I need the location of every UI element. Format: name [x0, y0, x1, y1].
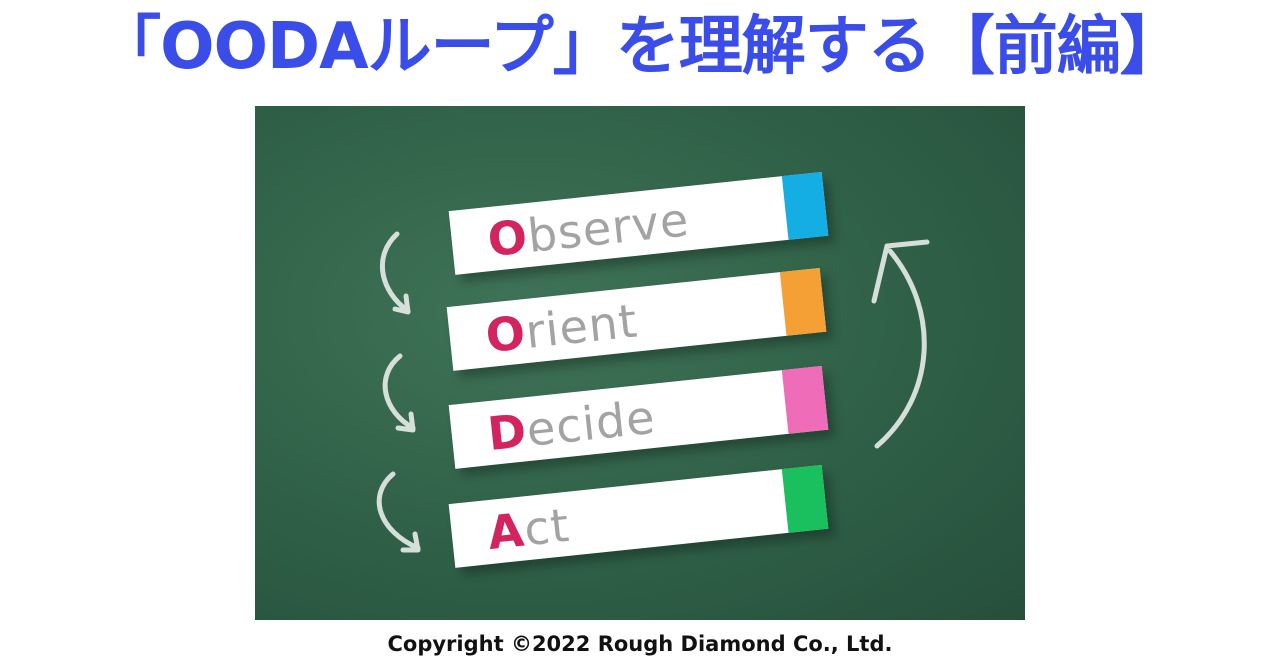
color-tab-orange: [779, 267, 827, 336]
card-initial: O: [485, 209, 531, 268]
chalk-arrow-up: [874, 248, 927, 449]
card-rest: bserve: [524, 192, 692, 263]
chalk-arrow-2-head: [395, 411, 416, 433]
chalk-arrows: [376, 231, 930, 553]
color-tab-blue: [781, 171, 829, 240]
card-initial: O: [483, 305, 529, 364]
chalk-arrow-3-head: [400, 531, 421, 553]
color-tab-pink: [781, 365, 829, 434]
card-rest: ct: [521, 497, 573, 557]
chalk-arrow-3: [376, 471, 421, 551]
page-title: 「OODAループ」を理解する【前編】: [97, 10, 1184, 84]
card-word: Act: [484, 492, 572, 564]
chalkboard-image: Observe Orient Decide Act: [255, 106, 1025, 620]
card-rest: rient: [522, 293, 641, 359]
card-initial: A: [485, 502, 528, 561]
card-initial: D: [485, 403, 530, 462]
color-tab-green: [781, 464, 829, 533]
card-rest: ecide: [524, 389, 658, 457]
chalk-arrow-2: [382, 353, 416, 431]
copyright-text: Copyright ©2022 Rough Diamond Co., Ltd.: [387, 632, 893, 656]
chalk-arrow-up-head: [871, 239, 930, 304]
chalk-arrow-1-head: [392, 293, 411, 315]
chalk-arrow-1: [380, 231, 411, 314]
